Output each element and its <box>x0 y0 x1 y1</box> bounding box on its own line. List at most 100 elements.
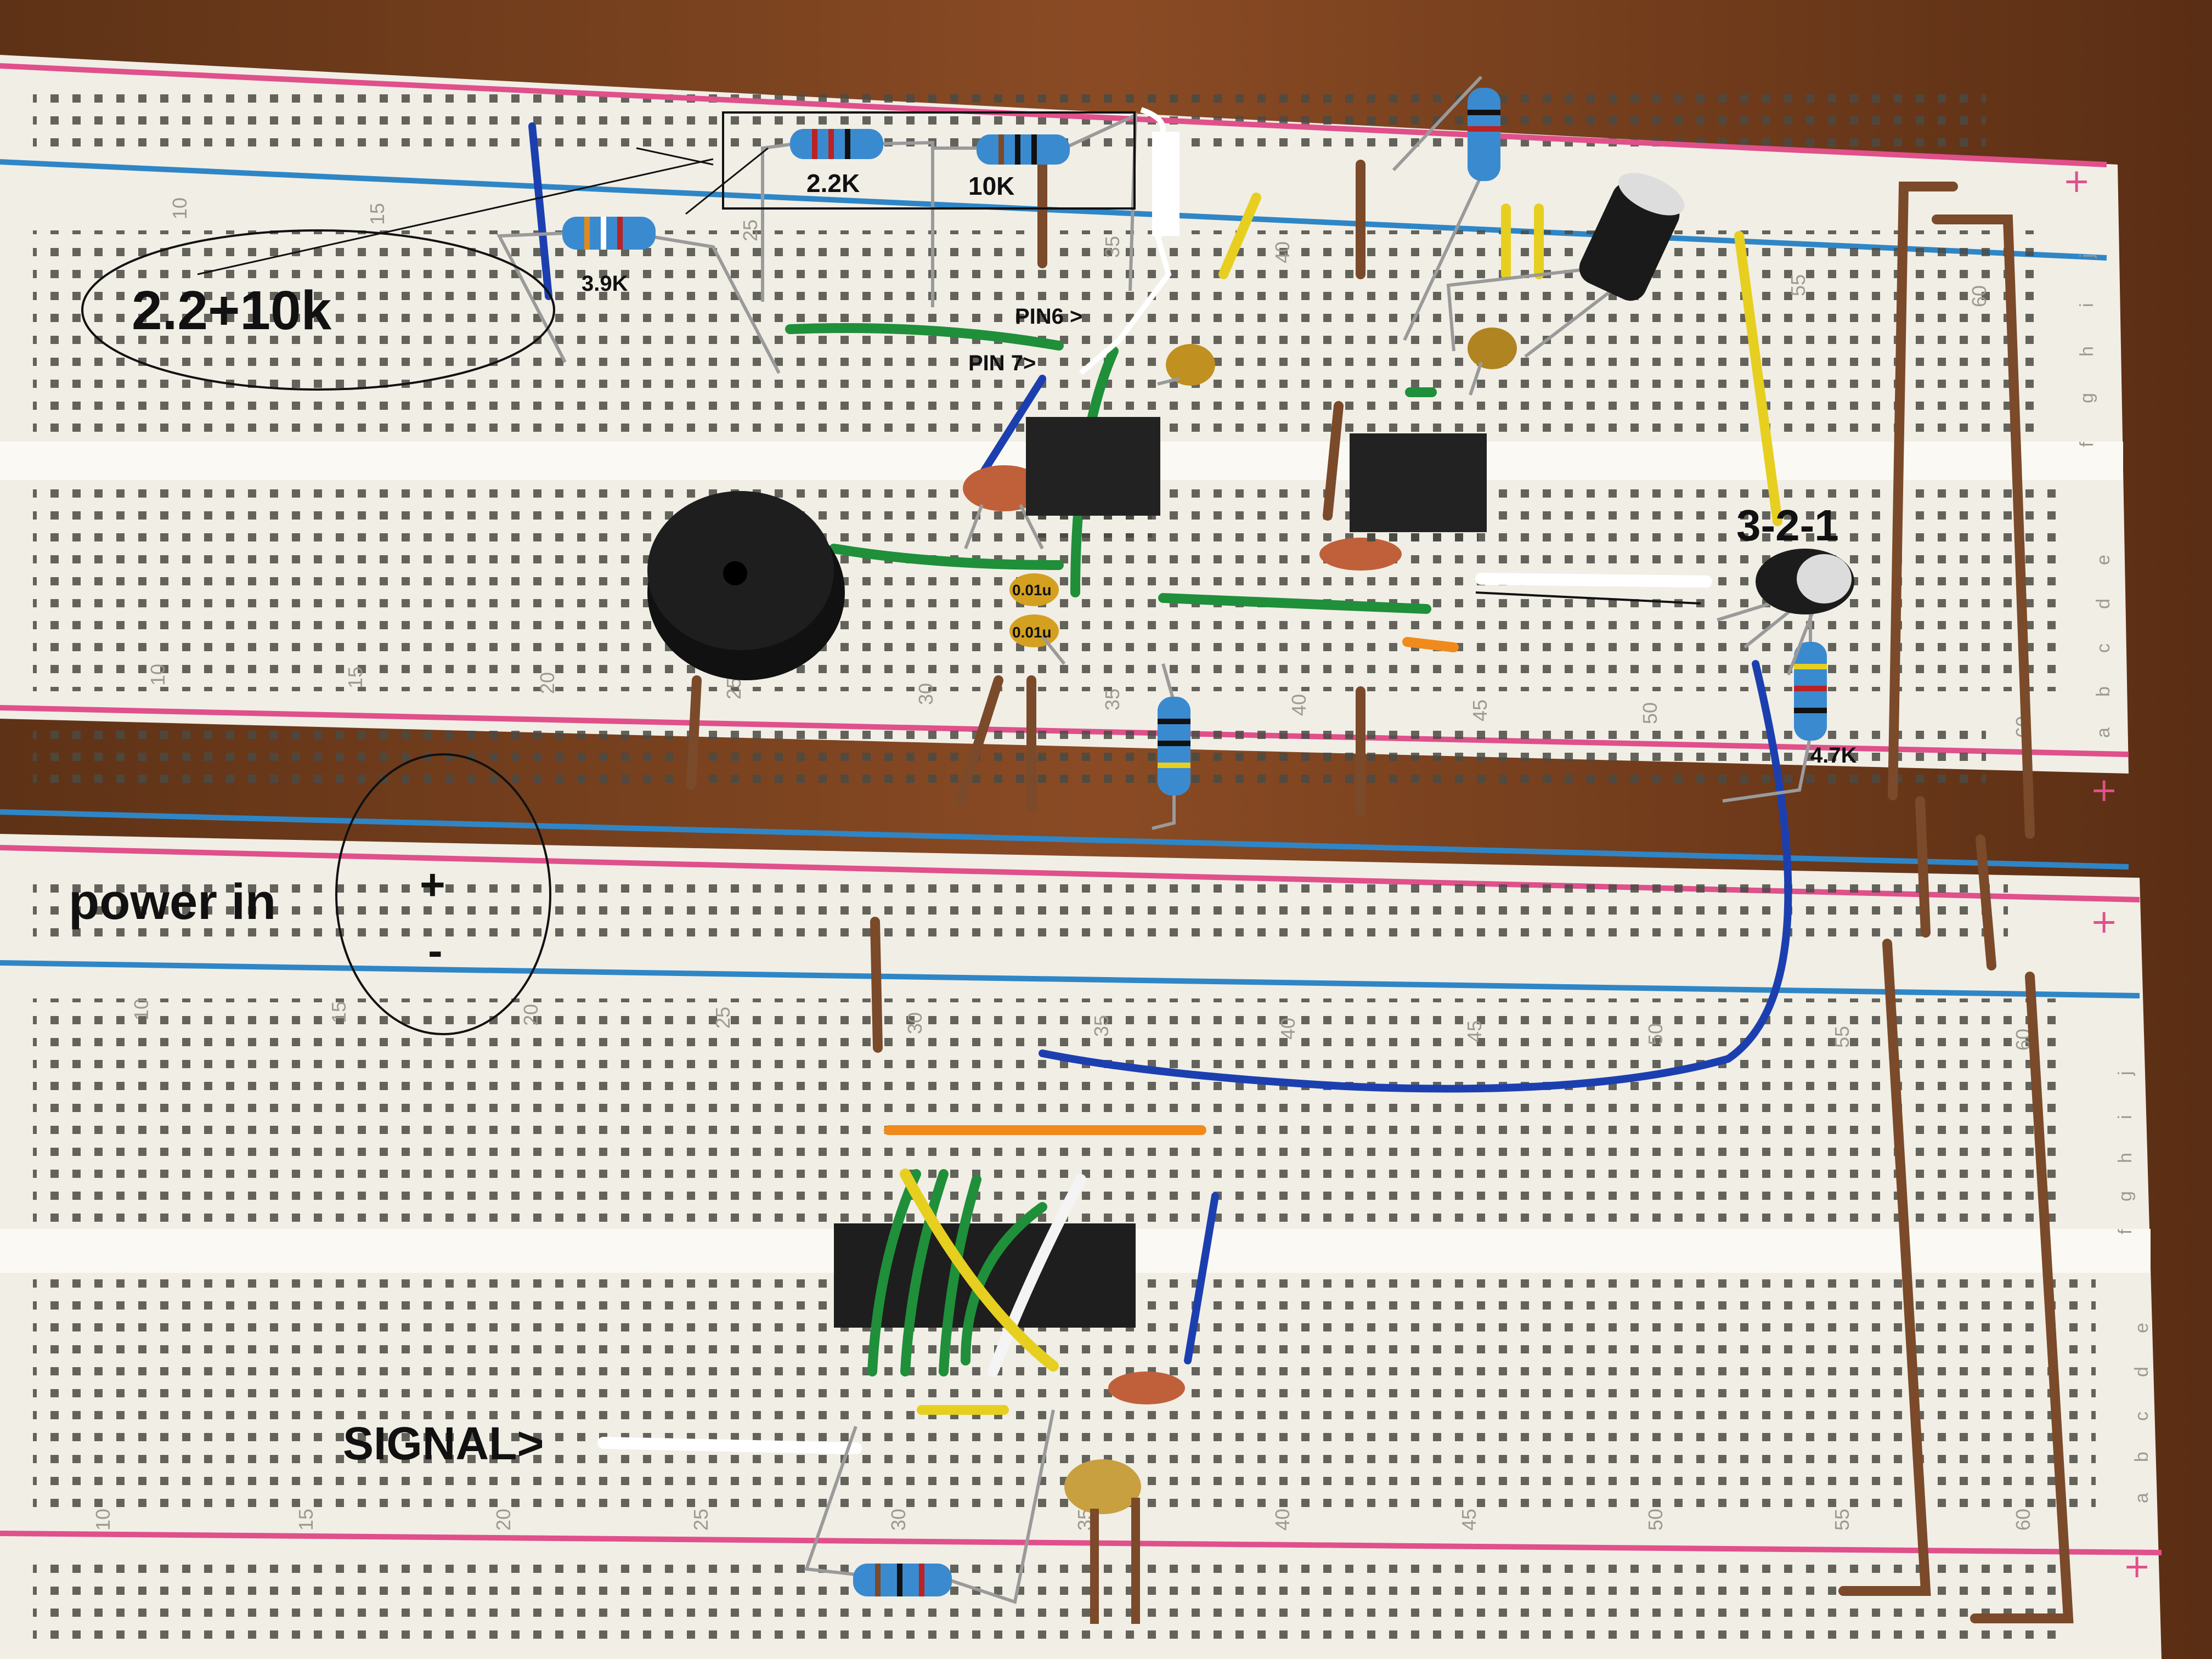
row-num: 45 <box>1463 1020 1486 1042</box>
rail-plus-mark: + <box>2123 1547 2151 1585</box>
capacitor-lead <box>964 504 1044 550</box>
row-num: 35 <box>1101 236 1124 258</box>
blue-jumper <box>528 122 552 300</box>
resistor-band <box>617 217 623 250</box>
annotation-overlays <box>81 111 1701 1035</box>
resistor-band <box>845 129 850 159</box>
upper-lower-rail-blue <box>0 809 2129 870</box>
row-num: 35 <box>1101 689 1124 710</box>
rail-plus-mark: + <box>2090 771 2118 809</box>
brown-jumper <box>1970 972 2074 1623</box>
chip-body <box>1350 433 1487 532</box>
resistors <box>496 75 1827 1604</box>
ic-chip-right <box>1350 433 1487 554</box>
rail-letter: d <box>2131 1367 2152 1377</box>
resistor-band <box>1794 686 1827 691</box>
rail-letter: j <box>2076 253 2097 258</box>
rail-letter: b <box>2093 686 2114 697</box>
sum-arrow-line <box>197 158 714 275</box>
power-annotation-ellipse <box>335 753 551 1035</box>
resistor-band <box>875 1564 881 1596</box>
signal-label: SIGNAL> <box>343 1418 544 1469</box>
sum-annotation-label: 2.2+10k <box>132 280 332 341</box>
rail-letter: c <box>2093 644 2114 653</box>
capacitor-lead <box>1041 635 1066 665</box>
green-wire <box>900 1169 949 1376</box>
row-num: 25 <box>712 1007 734 1029</box>
green-jumper <box>1158 593 1431 614</box>
row-numbers-mid: 10 15 20 25 30 35 40 45 50 60 <box>146 664 2034 738</box>
blue-jumper <box>973 375 1046 487</box>
rail-letter: j <box>2115 1071 2136 1076</box>
green-jumper <box>785 323 1064 351</box>
row-num: 30 <box>915 683 937 705</box>
blue-jumper <box>1184 1192 1219 1364</box>
resistor-lead <box>804 1409 1055 1604</box>
yellow-wire <box>900 1169 1059 1372</box>
resistor-band <box>1158 719 1190 724</box>
resistor-10k-label: 10K <box>968 172 1014 200</box>
orange-jumpers <box>884 637 1459 1135</box>
brown-jumpers-right <box>1838 182 2074 1623</box>
pin6-label: PIN6 > <box>1015 304 1082 329</box>
resistor-lead <box>496 232 781 374</box>
rail-letter: f <box>2115 1229 2136 1234</box>
sum-arrow-line <box>685 147 769 215</box>
row-numbers-bottom: 10 15 20 25 30 35 40 45 50 55 60 <box>92 1509 2034 1531</box>
resistor-band <box>601 217 606 250</box>
ceramic-cap <box>1166 344 1215 386</box>
resistor-3-9k-label: 3.9K <box>582 272 628 296</box>
lower-upper-main-holes <box>33 998 2063 1229</box>
row-num: 50 <box>1644 1509 1667 1531</box>
resistor-band <box>998 134 1004 165</box>
resistor-top-right <box>1392 75 1500 341</box>
resistor-lead <box>1392 75 1483 341</box>
resistor-band <box>1158 763 1190 768</box>
row-num: 50 <box>1644 1023 1667 1045</box>
ceramic-cap <box>963 465 1045 511</box>
row-num: 25 <box>739 219 761 241</box>
upper-breadboard <box>0 55 2129 870</box>
row-num: 40 <box>1277 1018 1299 1040</box>
green-wire <box>867 1169 921 1376</box>
piezo-buzzer <box>647 491 845 680</box>
row-num: 15 <box>366 203 388 225</box>
row-num: 45 <box>1458 1509 1480 1531</box>
ceramic-cap <box>1468 328 1517 369</box>
rail-plus-mark: + <box>2063 162 2090 200</box>
upper-top-rail-red <box>0 63 2107 167</box>
chip-pins <box>1037 516 1152 538</box>
capacitor-top <box>1618 173 1685 216</box>
row-num: 15 <box>344 667 366 689</box>
resistor-body <box>977 134 1070 165</box>
blue-jumpers <box>528 122 1792 1364</box>
row-numbers-top: 10 15 25 35 40 55 60 <box>168 198 1990 307</box>
resistor-band <box>1015 134 1020 165</box>
brown-jumper <box>870 917 883 1053</box>
orange-jumper <box>1402 637 1459 652</box>
brown-jumpers-short <box>686 154 1365 1053</box>
resistor-4-7k <box>1722 614 1827 803</box>
rail-letter: g <box>2076 393 2097 403</box>
resistor-band <box>897 1564 902 1596</box>
transistor <box>1717 549 1854 676</box>
buzzer-hole <box>723 561 747 585</box>
brown-jumper <box>955 675 1003 806</box>
chip-pins <box>1361 532 1479 554</box>
rail-letter: e <box>2093 555 2114 565</box>
white-wire <box>988 1174 1086 1377</box>
resistor-band <box>1158 741 1190 746</box>
row-num: 10 <box>92 1509 114 1531</box>
rail-letter: h <box>2076 346 2097 357</box>
cap2-label: 0.01u <box>1012 624 1052 641</box>
power-in-label: power in <box>69 874 276 930</box>
resistor-3-9k <box>496 217 781 374</box>
resistor-band <box>1794 664 1827 669</box>
sum-arrow-line <box>636 147 714 166</box>
brown-jumper <box>1932 215 2035 839</box>
upper-top-main-holes <box>33 230 2041 439</box>
row-num: 15 <box>295 1509 317 1531</box>
rail-letters-top: j i h g f <box>2076 253 2097 447</box>
ceramic-cap <box>1108 1372 1185 1404</box>
row-num: 55 <box>1787 274 1809 296</box>
